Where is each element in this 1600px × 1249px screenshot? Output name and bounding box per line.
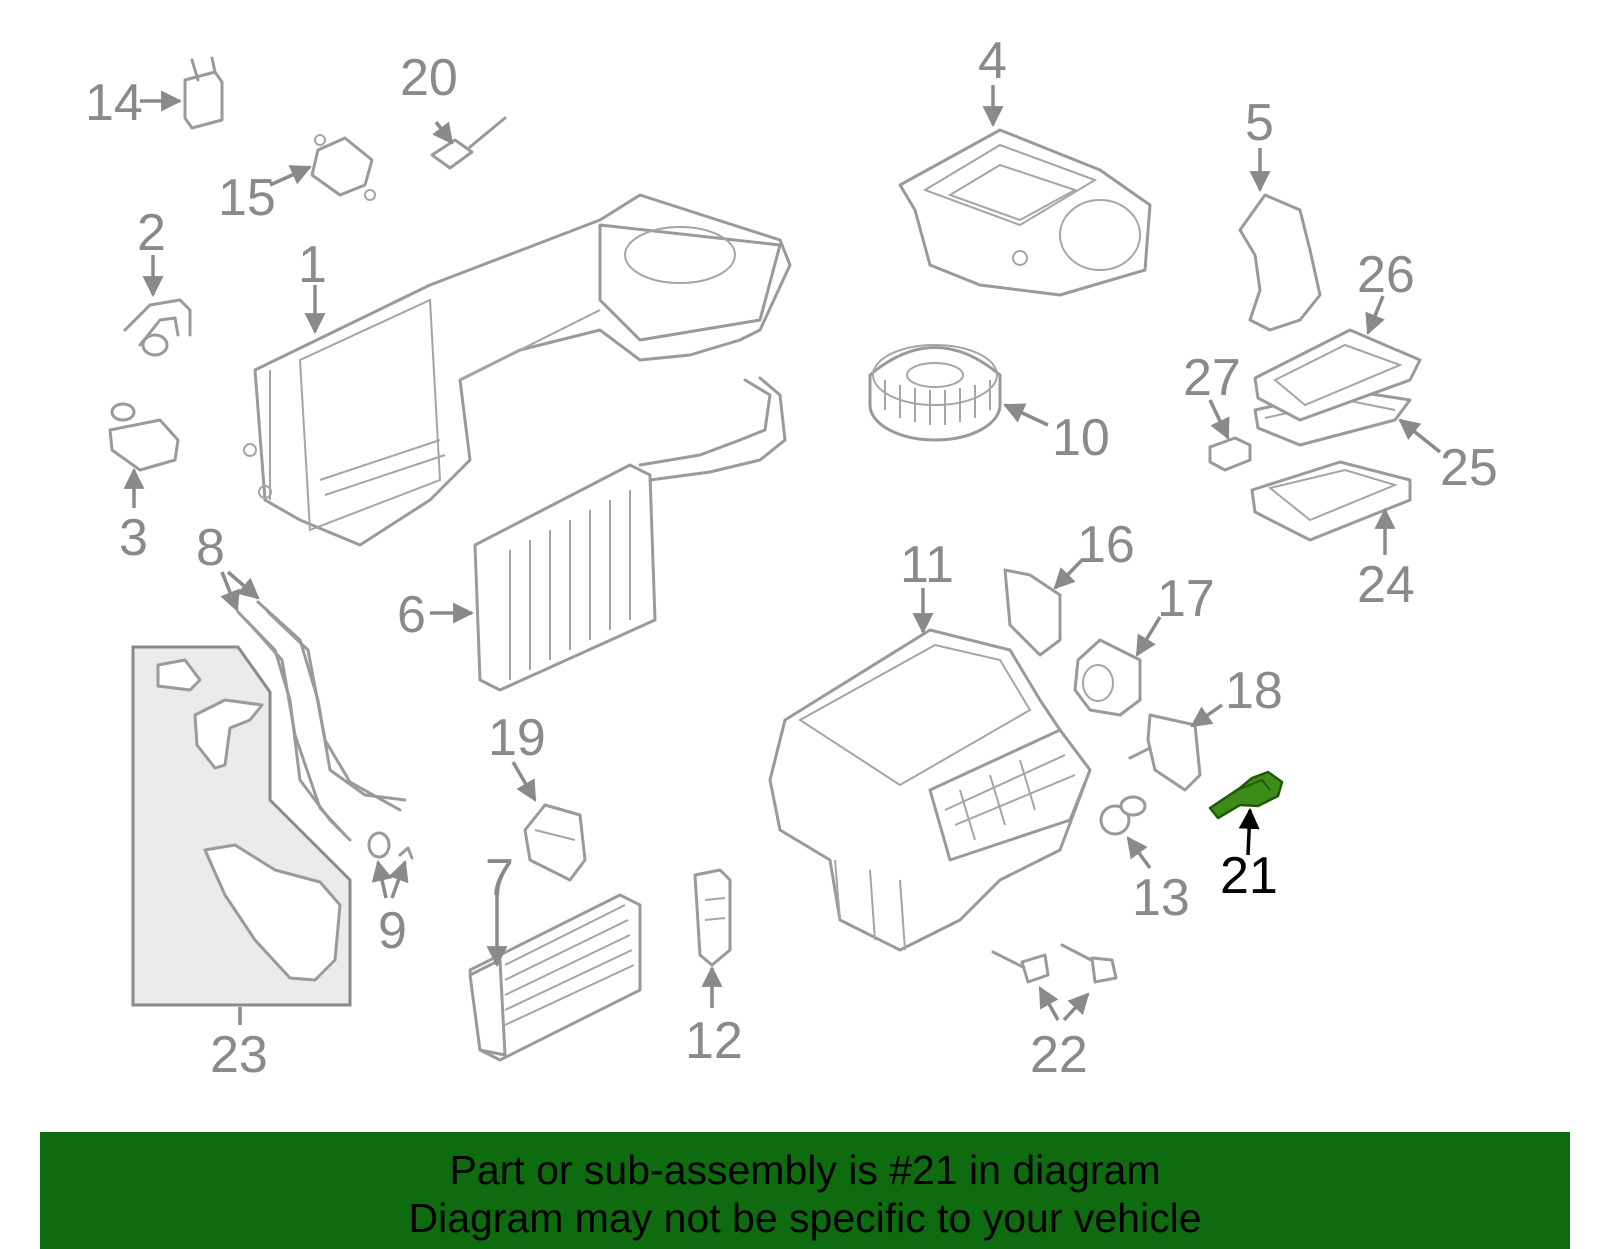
callout-13[interactable]: 13 (1132, 869, 1190, 927)
part-24-filter-housing[interactable] (1250, 460, 1412, 542)
part-5-bracket[interactable] (1238, 193, 1322, 332)
callout-25[interactable]: 25 (1440, 439, 1498, 497)
part-11-climate-case[interactable] (768, 628, 1092, 952)
part-19-control-module[interactable] (523, 803, 587, 882)
callout-10[interactable]: 10 (1052, 409, 1110, 467)
callout-15[interactable]: 15 (218, 169, 276, 227)
callout-21-highlighted[interactable]: 21 (1220, 847, 1278, 905)
part-22-sensors[interactable] (991, 943, 1118, 984)
callout-19[interactable]: 19 (488, 709, 546, 767)
part-26-filter-cover[interactable] (1253, 328, 1422, 422)
part-10-blower[interactable] (868, 344, 1002, 442)
callout-20[interactable]: 20 (400, 49, 458, 107)
callout-5[interactable]: 5 (1245, 94, 1274, 152)
part-1-housing[interactable] (243, 193, 792, 547)
part-2-hose[interactable] (123, 298, 192, 357)
part-27-clip[interactable] (1208, 436, 1252, 472)
callout-4[interactable]: 4 (978, 32, 1007, 90)
part-18-servo[interactable] (1128, 713, 1202, 792)
part-15-relay[interactable] (310, 134, 376, 201)
callout-1[interactable]: 1 (298, 236, 327, 294)
callout-11[interactable]: 11 (900, 536, 954, 594)
info-banner: Part or sub-assembly is #21 in diagram D… (40, 1132, 1570, 1249)
banner-line-1: Part or sub-assembly is #21 in diagram (449, 1147, 1161, 1193)
callout-labels: 14 20 15 2 3 1 4 5 26 27 25 24 10 6 8 11… (85, 32, 1498, 1084)
callout-9[interactable]: 9 (378, 902, 407, 960)
banner-line-2: Diagram may not be specific to your vehi… (408, 1195, 1202, 1241)
callout-17[interactable]: 17 (1157, 570, 1215, 628)
part-13-sensor[interactable] (1099, 795, 1147, 836)
callout-12[interactable]: 12 (685, 1012, 743, 1070)
part-8-pipes[interactable] (236, 600, 407, 842)
part-3-valve[interactable] (108, 402, 180, 472)
callout-27[interactable]: 27 (1183, 349, 1241, 407)
callout-14[interactable]: 14 (85, 74, 143, 132)
part-4-air-inlet[interactable] (898, 128, 1152, 297)
callout-24[interactable]: 24 (1357, 556, 1415, 614)
callout-26[interactable]: 26 (1357, 246, 1415, 304)
part-17-actuator[interactable] (1073, 638, 1142, 717)
callout-6[interactable]: 6 (397, 586, 426, 644)
part-12-servo[interactable] (693, 868, 732, 967)
callout-16[interactable]: 16 (1077, 516, 1135, 574)
part-6-evaporator[interactable] (473, 376, 787, 692)
part-23-kit-box[interactable] (131, 645, 352, 1007)
part-16-actuator[interactable] (1003, 568, 1062, 657)
part-14-module[interactable] (183, 56, 224, 130)
callout-23[interactable]: 23 (210, 1026, 268, 1084)
part-21-highlighted-sensor[interactable] (1208, 770, 1284, 820)
leader-lines (123, 85, 1442, 1025)
callout-22[interactable]: 22 (1030, 1026, 1088, 1084)
callout-8[interactable]: 8 (196, 519, 225, 577)
callout-3[interactable]: 3 (119, 509, 148, 567)
callout-18[interactable]: 18 (1225, 662, 1283, 720)
callout-2[interactable]: 2 (137, 204, 166, 262)
part-9-clips[interactable] (367, 831, 414, 860)
part-20-sensor[interactable] (430, 116, 507, 170)
callout-7[interactable]: 7 (485, 849, 514, 907)
